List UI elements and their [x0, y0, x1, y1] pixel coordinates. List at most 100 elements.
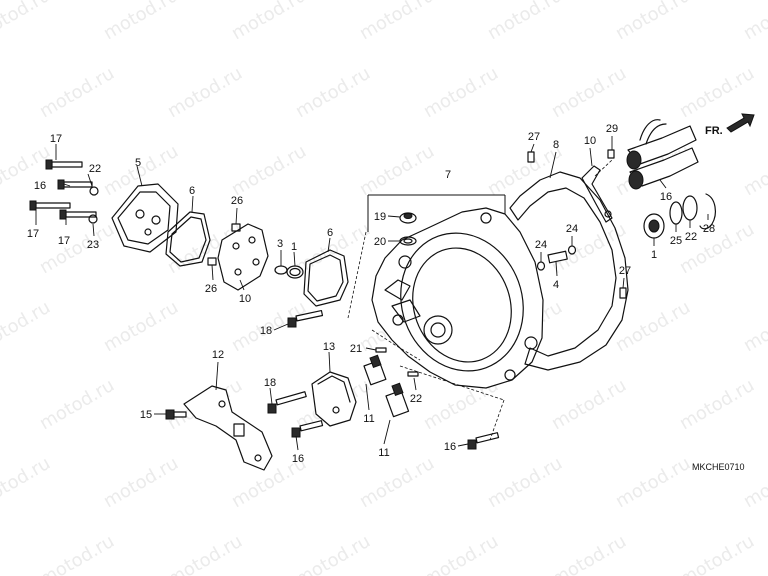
callout-label: 1	[651, 249, 657, 261]
callout-label: 24	[566, 223, 578, 235]
watermark-text: motod.ru	[612, 453, 694, 512]
watermark-text: motod.ru	[356, 453, 438, 512]
callout-label: 16	[34, 180, 46, 192]
bolt-16-bottom	[467, 432, 500, 450]
sensor-11-lower	[385, 382, 410, 418]
callout-label: 16	[292, 453, 304, 465]
cover-assembly-7	[367, 194, 544, 389]
bolt-18-lower	[267, 391, 307, 414]
alignment-lines	[347, 159, 613, 441]
callout-label: 18	[260, 325, 272, 337]
harness-14	[607, 119, 699, 190]
watermark-text: motod.ru	[676, 219, 758, 278]
watermark-text: motod.ru	[676, 375, 758, 434]
bracket-12	[183, 385, 273, 471]
watermark-text: motod.ru	[740, 0, 768, 44]
leader-lines	[35, 136, 709, 451]
watermark-text: motod.ru	[0, 0, 54, 44]
watermark-text: motod.ru	[100, 453, 182, 512]
callout-label: 11	[378, 447, 389, 459]
watermark-text: motod.ru	[164, 531, 246, 576]
callout-label: 10	[584, 135, 596, 147]
callout-label: 26	[205, 283, 217, 295]
watermark-text: motod.ru	[612, 0, 694, 44]
callout-label: 11	[363, 413, 374, 425]
callout-label: 16	[660, 191, 672, 203]
callout-labels: 17 22 16 17 17 23 5 6 26 26 10 3 1 6 18 …	[27, 123, 715, 465]
callout-label: 21	[350, 343, 362, 355]
callout-label: 22	[89, 163, 101, 175]
watermark-text: motod.ru	[36, 219, 118, 278]
watermark-text: motod.ru	[36, 63, 118, 122]
watermark-text: motod.ru	[164, 63, 246, 122]
callout-label: 4	[553, 279, 559, 291]
watermark-text: motod.ru	[356, 0, 438, 44]
diagram-code: MKCHE0710	[692, 462, 745, 472]
watermark-text: motod.ru	[484, 453, 566, 512]
bolt-15	[165, 409, 187, 420]
callout-label: 7	[445, 169, 451, 181]
callout-label: 16	[444, 441, 456, 453]
front-label: FR.	[705, 125, 723, 137]
callout-label: 3	[277, 238, 283, 250]
gasket-6-right	[303, 249, 349, 307]
watermark-text: motod.ru	[484, 0, 566, 44]
callout-label: 6	[189, 185, 195, 197]
callout-label: 12	[212, 349, 224, 361]
callout-label: 23	[87, 239, 99, 251]
callout-label: 29	[606, 123, 618, 135]
watermark-text: motod.ru	[36, 375, 118, 434]
watermark-text: motod.ru	[228, 0, 310, 44]
dowel-27-upper	[527, 151, 535, 163]
callout-label: 1	[291, 241, 297, 253]
plate-9	[207, 223, 269, 291]
bracket-13	[311, 371, 357, 427]
watermark-text: motod.ru	[740, 141, 768, 200]
callout-label: 13	[323, 341, 335, 353]
callout-label: 5	[135, 157, 141, 169]
callout-label: 24	[535, 239, 547, 251]
front-direction-arrow-icon	[726, 113, 755, 133]
watermark-text: motod.ru	[292, 63, 374, 122]
watermark-text: motod.ru	[36, 531, 118, 576]
watermark-text: motod.ru	[356, 141, 438, 200]
ring-25	[669, 201, 683, 225]
watermark-text: motod.ru	[548, 219, 630, 278]
callout-label: 8	[553, 139, 559, 151]
watermark-text: motod.ru	[100, 0, 182, 44]
watermark-text: motod.ru	[548, 375, 630, 434]
sensor-11-upper	[363, 354, 387, 386]
gasket-8	[509, 171, 629, 371]
pin-4	[536, 245, 577, 271]
watermark-text: motod.ru	[228, 141, 310, 200]
watermark-text: motod.ru	[420, 63, 502, 122]
ring-23	[682, 195, 698, 221]
watermark-text: motod.ru	[548, 63, 630, 122]
callout-label: 17	[27, 228, 39, 240]
watermark-text: motod.ru	[676, 531, 758, 576]
bolt-18-upper	[287, 309, 324, 328]
watermark-text: motod.ru	[292, 531, 374, 576]
watermark-text: motod.ru	[740, 297, 768, 356]
callout-label: 6	[327, 227, 333, 239]
callout-label: 17	[58, 235, 70, 247]
watermark-text: motod.ru	[0, 297, 54, 356]
bracket-10	[581, 165, 613, 223]
callout-label: 10	[239, 293, 251, 305]
seal-1	[643, 213, 665, 239]
watermark-text: motod.ru	[548, 531, 630, 576]
circlip-28	[699, 193, 716, 230]
callout-label: 19	[374, 211, 386, 223]
watermark-text: motod.ru	[676, 63, 758, 122]
callout-label: 22	[410, 393, 422, 405]
front-direction-indicator: FR.	[705, 113, 755, 137]
watermark-text: motod.ru	[100, 297, 182, 356]
callout-label: 25	[670, 235, 682, 247]
dowel-27-lower	[619, 287, 627, 299]
callout-label: 27	[528, 131, 540, 143]
callout-label: 26	[231, 195, 243, 207]
callout-label: 22	[685, 231, 697, 243]
bolt-set-left	[29, 159, 99, 224]
